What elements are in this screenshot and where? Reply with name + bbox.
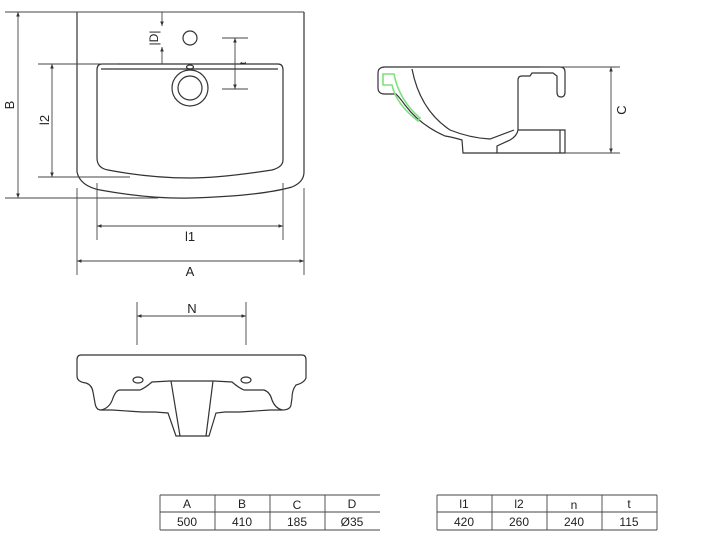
table-cell: 410 — [232, 515, 252, 529]
table-header: l1 — [459, 497, 469, 511]
table-cell: 500 — [177, 515, 197, 529]
drain-outer — [171, 69, 209, 107]
side-profile — [377, 66, 566, 154]
label-l1: l1 — [185, 229, 195, 244]
dimension-table-left: A B C D 500 410 185 Ø35 — [159, 494, 380, 531]
table-cell: Ø35 — [341, 515, 364, 529]
bracket-base — [497, 129, 566, 154]
top-view: B l2 |D| t l1 A — [2, 11, 305, 279]
table-header: l2 — [514, 497, 524, 511]
label-A: A — [186, 264, 195, 279]
table-header: A — [183, 497, 191, 511]
label-C: C — [614, 105, 629, 114]
table-cell: 115 — [619, 515, 638, 529]
basin-outline — [76, 12, 305, 199]
table-header: t — [627, 497, 631, 511]
bowl-outline — [96, 63, 284, 179]
label-t: t — [238, 61, 248, 64]
label-B: B — [2, 101, 17, 110]
fixing-hole-right — [240, 376, 252, 384]
table-header: B — [238, 497, 246, 511]
front-profile — [76, 354, 307, 437]
label-D: |D| — [147, 31, 161, 46]
side-view: C — [377, 66, 629, 154]
front-view: N — [76, 301, 307, 437]
front-inner-line — [100, 380, 283, 411]
table-header: n — [571, 498, 578, 512]
bowl-inner-curve — [411, 68, 515, 140]
tap-hole — [182, 30, 198, 46]
table-cell: 420 — [454, 515, 474, 529]
dimension-table-right: l1 l2 n t 420 260 240 115 — [436, 494, 658, 531]
table-cell: 260 — [509, 515, 529, 529]
highlight-section — [382, 73, 422, 123]
pedestal-line — [170, 380, 181, 437]
pedestal-line — [205, 380, 214, 437]
fixing-hole-left — [132, 376, 144, 384]
drain-inner — [177, 75, 203, 101]
table-cell: 185 — [287, 515, 307, 529]
label-N: N — [187, 301, 196, 316]
table-header: C — [293, 498, 302, 512]
table-header: D — [348, 497, 357, 511]
label-l2: l2 — [37, 115, 52, 125]
table-cell: 240 — [564, 515, 584, 529]
overflow-hole — [185, 64, 195, 70]
